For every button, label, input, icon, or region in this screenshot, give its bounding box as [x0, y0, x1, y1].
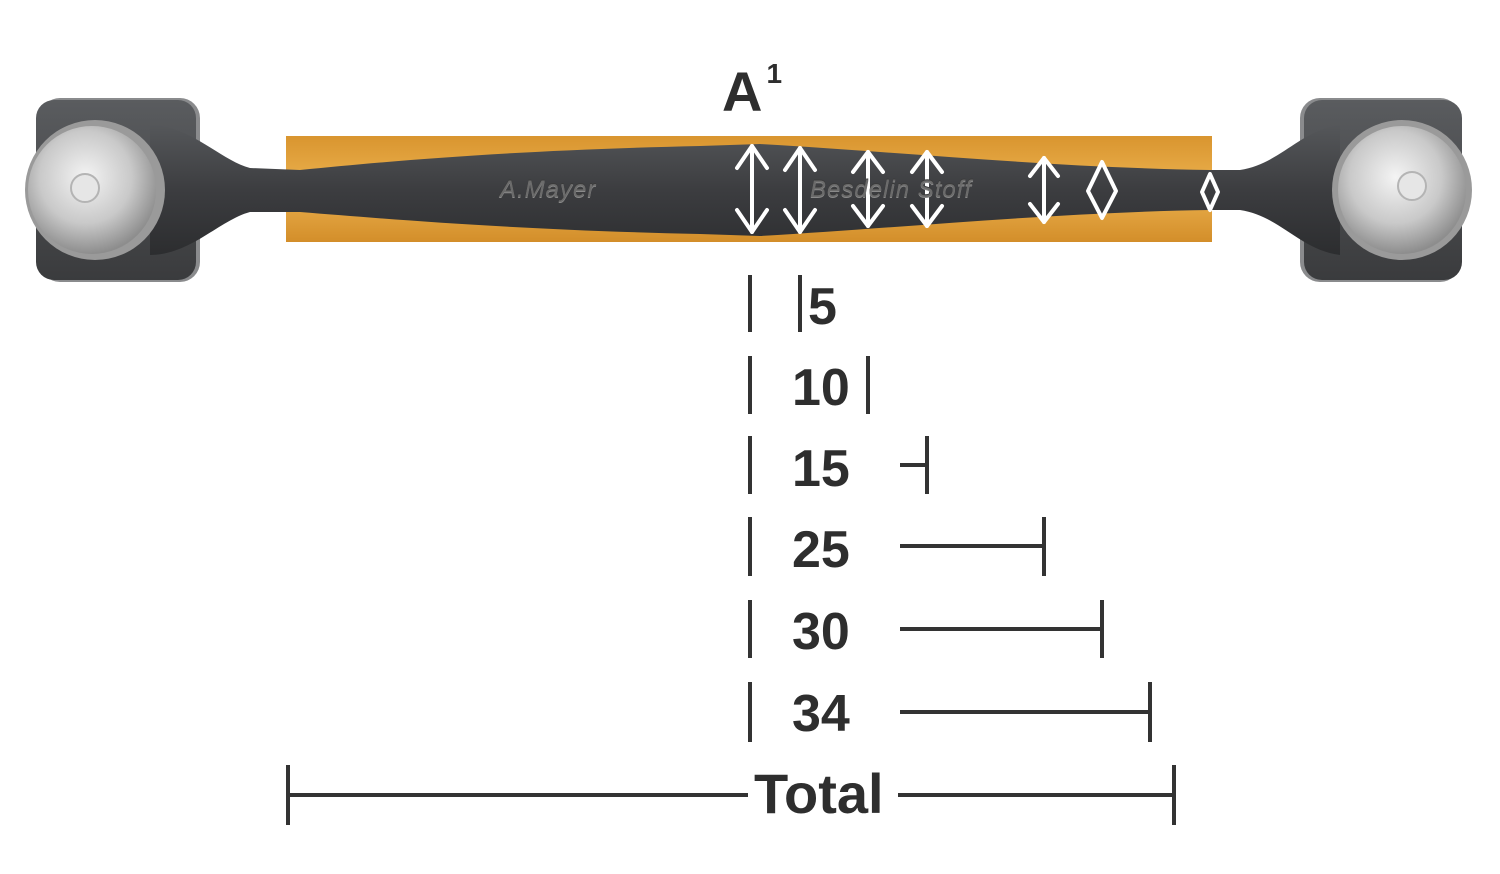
title-superscript: 1	[766, 58, 783, 90]
measure-label-10: 10	[792, 359, 850, 417]
thickness-arrow-4	[910, 150, 944, 228]
measure-10-marks	[748, 356, 870, 414]
measure-label-25: 25	[792, 521, 850, 579]
measure-15-marks	[748, 436, 929, 494]
thickness-arrow-6	[1086, 160, 1118, 220]
thickness-arrow-1	[735, 144, 769, 234]
measure-label-34: 34	[792, 685, 850, 743]
measure-34-marks	[748, 682, 1152, 742]
total-dimension-line	[286, 765, 1176, 825]
title-main: A	[722, 60, 763, 123]
measure-5-marks	[748, 275, 802, 332]
left-knob	[25, 120, 165, 260]
brand-engraving: Besdelin Stoff	[810, 176, 973, 203]
measure-label-5: 5	[808, 278, 837, 336]
maker-engraving: A.Mayer	[500, 176, 597, 203]
thickness-arrow-2	[783, 146, 817, 234]
measure-label-30: 30	[792, 603, 850, 661]
dark-bar	[150, 125, 1340, 255]
right-knob	[1332, 120, 1472, 260]
thickness-arrow-3	[851, 150, 885, 228]
thickness-arrow-5	[1028, 156, 1060, 224]
measure-25-marks	[748, 517, 1046, 576]
thickness-arrow-7	[1200, 172, 1220, 212]
total-label: Total	[754, 762, 884, 825]
measure-label-15: 15	[792, 440, 850, 498]
measure-30-marks	[748, 600, 1104, 658]
